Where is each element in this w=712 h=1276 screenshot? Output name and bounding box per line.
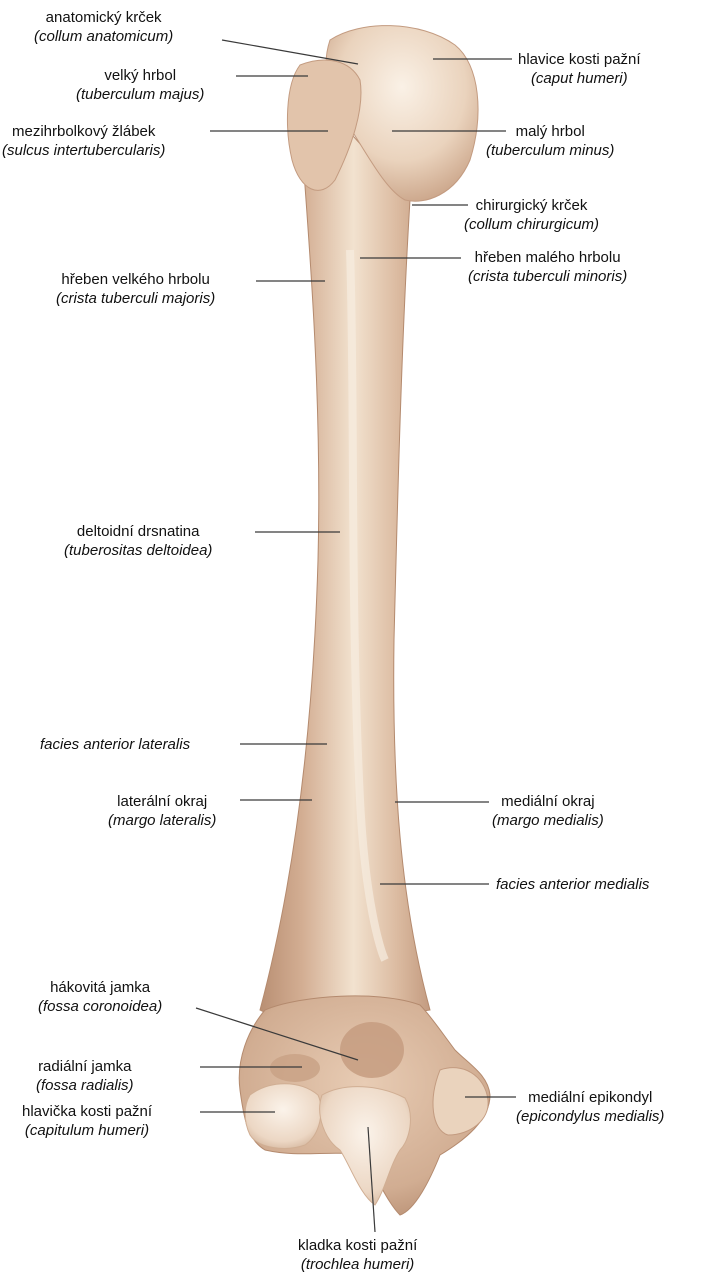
- coronoid-fossa: [340, 1022, 404, 1078]
- label-capitulum-latin: (capitulum humeri): [22, 1121, 152, 1140]
- label-caput: hlavice kosti pažní (caput humeri): [518, 50, 641, 88]
- label-margo-lateralis-latin: (margo lateralis): [108, 811, 216, 830]
- label-epicondylus-name: mediální epikondyl: [516, 1088, 664, 1107]
- label-trochlea-name: kladka kosti pažní: [298, 1236, 417, 1255]
- label-margo-medialis-name: mediální okraj: [492, 792, 604, 811]
- label-trochlea-latin: (trochlea humeri): [298, 1255, 417, 1274]
- label-sulcus-latin: (sulcus intertubercularis): [2, 141, 165, 160]
- label-collum-chirurgicum-latin: (collum chirurgicum): [464, 215, 599, 234]
- label-crista-majoris-latin: (crista tuberculi majoris): [56, 289, 215, 308]
- label-margo-medialis: mediální okraj (margo medialis): [492, 792, 604, 830]
- label-fossa-radialis-name: radiální jamka: [36, 1057, 134, 1076]
- radial-fossa: [270, 1054, 320, 1082]
- label-crista-majoris: hřeben velkého hrbolu (crista tuberculi …: [56, 270, 215, 308]
- label-fossa-coronoidea-latin: (fossa coronoidea): [38, 997, 162, 1016]
- label-caput-latin: (caput humeri): [518, 69, 641, 88]
- label-fossa-coronoidea: hákovitá jamka (fossa coronoidea): [38, 978, 162, 1016]
- label-tuberculum-minus-latin: (tuberculum minus): [486, 141, 614, 160]
- label-facies-lateralis-latin: facies anterior lateralis: [40, 735, 190, 754]
- label-fossa-radialis: radiální jamka (fossa radialis): [36, 1057, 134, 1095]
- label-deltoidea: deltoidní drsnatina (tuberositas deltoid…: [64, 522, 212, 560]
- label-tuberculum-majus-latin: (tuberculum majus): [76, 85, 204, 104]
- label-collum-chirurgicum: chirurgický krček (collum chirurgicum): [464, 196, 599, 234]
- label-sulcus: mezihrbolkový žlábek (sulcus intertuberc…: [2, 122, 165, 160]
- label-deltoidea-latin: (tuberositas deltoidea): [64, 541, 212, 560]
- capitulum: [245, 1084, 321, 1149]
- label-margo-medialis-latin: (margo medialis): [492, 811, 604, 830]
- label-collum-anatomicum-latin: (collum anatomicum): [34, 27, 173, 46]
- label-trochlea: kladka kosti pažní (trochlea humeri): [298, 1236, 417, 1274]
- label-crista-majoris-name: hřeben velkého hrbolu: [56, 270, 215, 289]
- label-collum-anatomicum-name: anatomický krček: [34, 8, 173, 27]
- label-tuberculum-minus: malý hrbol (tuberculum minus): [486, 122, 614, 160]
- label-crista-minoris-name: hřeben malého hrbolu: [468, 248, 627, 267]
- label-facies-medialis-latin: facies anterior medialis: [496, 875, 649, 894]
- label-collum-chirurgicum-name: chirurgický krček: [464, 196, 599, 215]
- label-deltoidea-name: deltoidní drsnatina: [64, 522, 212, 541]
- label-fossa-radialis-latin: (fossa radialis): [36, 1076, 134, 1095]
- label-tuberculum-minus-name: malý hrbol: [486, 122, 614, 141]
- label-caput-name: hlavice kosti pažní: [518, 50, 641, 69]
- label-facies-medialis: facies anterior medialis: [496, 875, 649, 894]
- label-crista-minoris: hřeben malého hrbolu (crista tuberculi m…: [468, 248, 627, 286]
- label-margo-lateralis-name: laterální okraj: [108, 792, 216, 811]
- label-tuberculum-majus: velký hrbol (tuberculum majus): [76, 66, 204, 104]
- label-sulcus-name: mezihrbolkový žlábek: [2, 122, 165, 141]
- label-epicondylus: mediální epikondyl (epicondylus medialis…: [516, 1088, 664, 1126]
- label-fossa-coronoidea-name: hákovitá jamka: [38, 978, 162, 997]
- label-capitulum-name: hlavička kosti pažní: [22, 1102, 152, 1121]
- label-tuberculum-majus-name: velký hrbol: [76, 66, 204, 85]
- label-capitulum: hlavička kosti pažní (capitulum humeri): [22, 1102, 152, 1140]
- label-collum-anatomicum: anatomický krček (collum anatomicum): [34, 8, 173, 46]
- label-margo-lateralis: laterální okraj (margo lateralis): [108, 792, 216, 830]
- humerus-shaft: [260, 110, 430, 1030]
- label-crista-minoris-latin: (crista tuberculi minoris): [468, 267, 627, 286]
- label-facies-lateralis: facies anterior lateralis: [40, 735, 190, 754]
- label-epicondylus-latin: (epicondylus medialis): [516, 1107, 664, 1126]
